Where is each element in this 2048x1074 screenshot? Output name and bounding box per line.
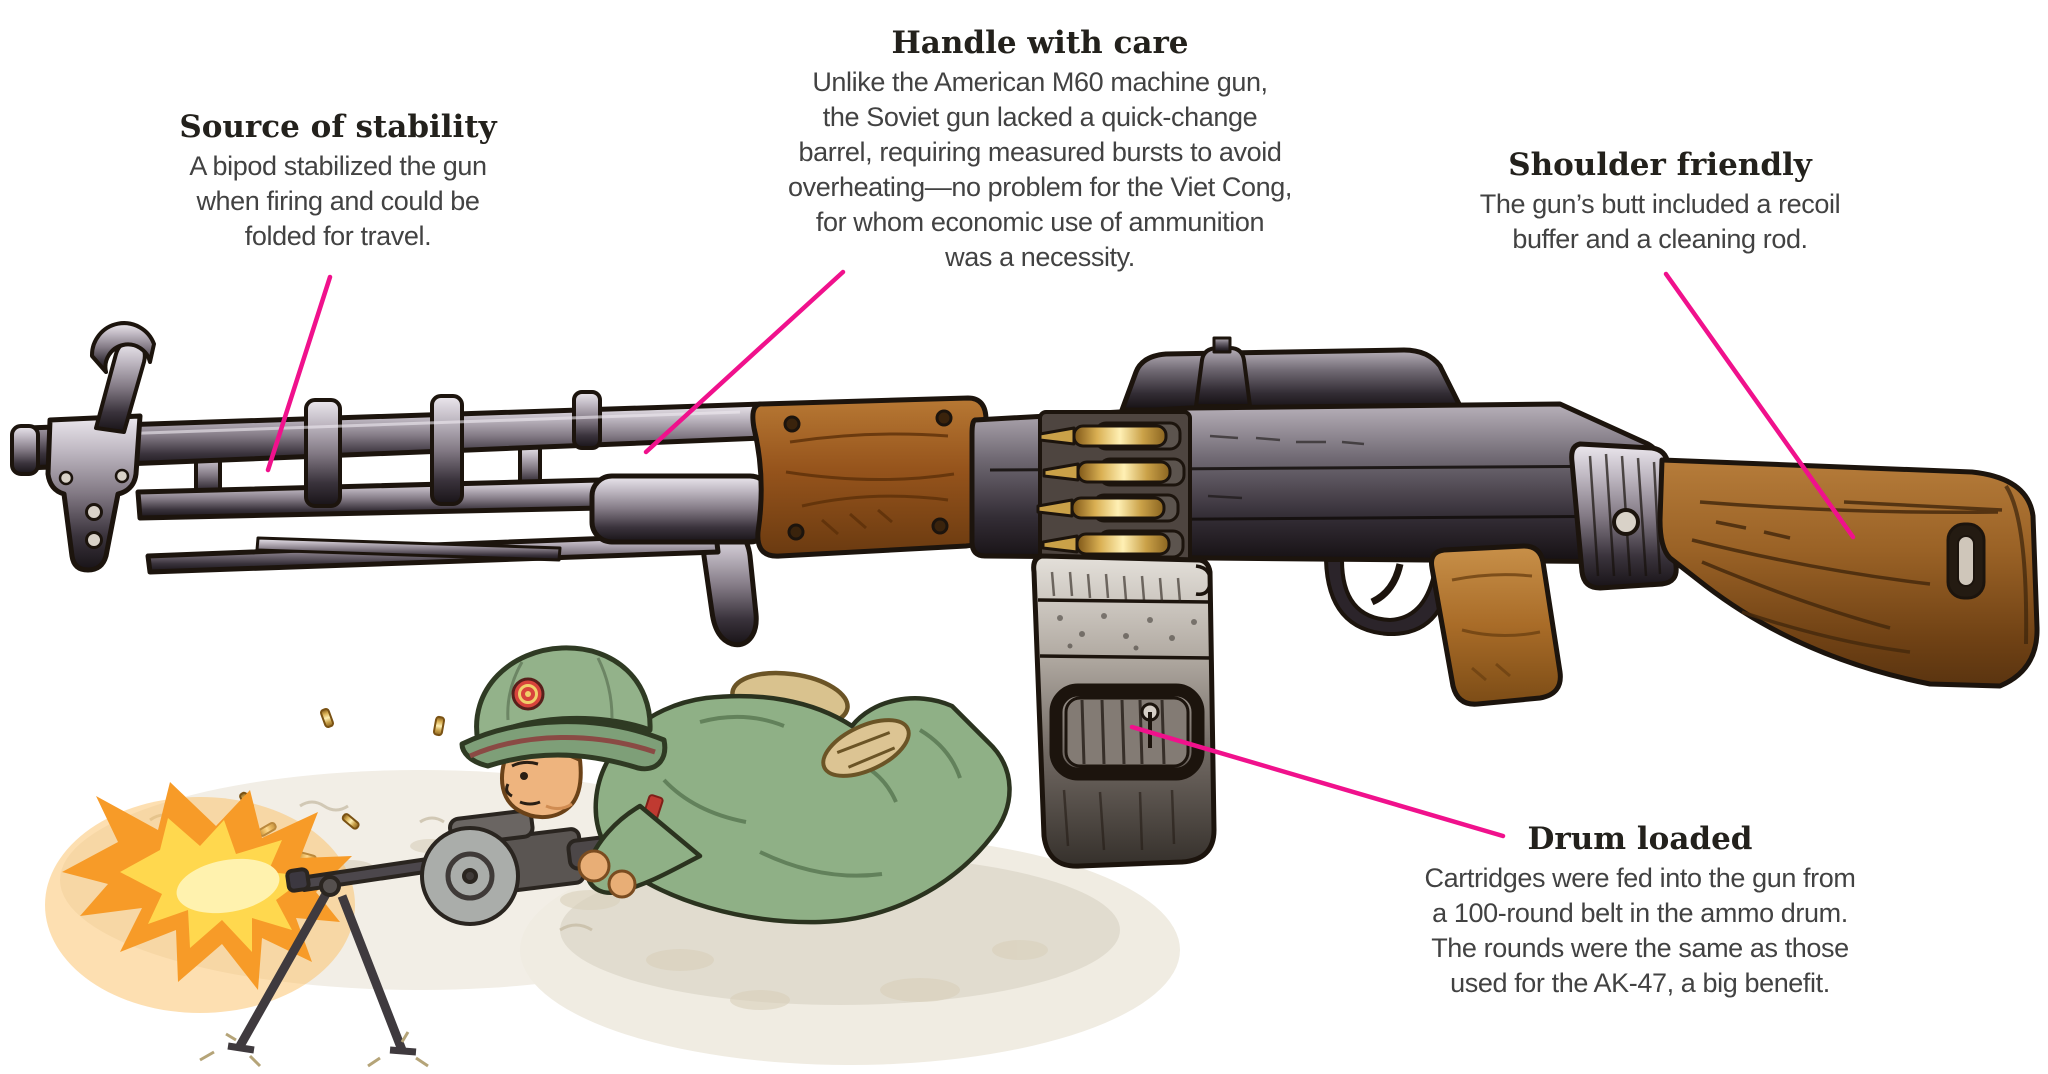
annotation-title: Drum loaded	[1527, 821, 1753, 857]
annotation-shoulder-friendly: Shoulder friendly The gun’s butt include…	[1360, 146, 1960, 257]
machine-gun-illustration	[10, 321, 2040, 869]
leader-line-handle	[643, 269, 846, 455]
muzzle-flash	[45, 782, 355, 1013]
buttstock	[1657, 457, 2040, 689]
annotation-source-of-stability: Source of stability A bipod stabilized t…	[58, 108, 618, 254]
annotation-title: Shoulder friendly	[1508, 147, 1812, 183]
leader-lines	[265, 269, 1856, 839]
cartridge-belt	[1036, 410, 1192, 591]
annotation-body: A bipod stabilized the gun when firing a…	[189, 151, 487, 251]
annotation-title: Source of stability	[179, 109, 497, 145]
pistol-grip	[1429, 543, 1563, 707]
annotation-drum-loaded: Drum loaded Cartridges were fed into the…	[1330, 820, 1950, 1001]
annotation-handle-with-care: Handle with care Unlike the American M60…	[710, 24, 1370, 275]
leader-line-drum	[1129, 724, 1506, 839]
leader-line-stability	[265, 274, 333, 473]
soldier-illustration	[459, 645, 1012, 925]
annotation-title: Handle with care	[891, 25, 1189, 61]
leader-line-shoulder	[1663, 271, 1856, 540]
ammo-drum	[1031, 553, 1217, 869]
annotation-body: The gun’s butt included a recoil buffer …	[1479, 189, 1841, 254]
carry-handle	[750, 395, 992, 559]
stock-collar	[1569, 441, 1679, 591]
bipod-folded	[145, 524, 759, 648]
annotation-body: Unlike the American M60 machine gun, the…	[788, 67, 1292, 272]
front-sight	[45, 321, 156, 573]
annotation-body: Cartridges were fed into the gun from a …	[1424, 863, 1856, 998]
